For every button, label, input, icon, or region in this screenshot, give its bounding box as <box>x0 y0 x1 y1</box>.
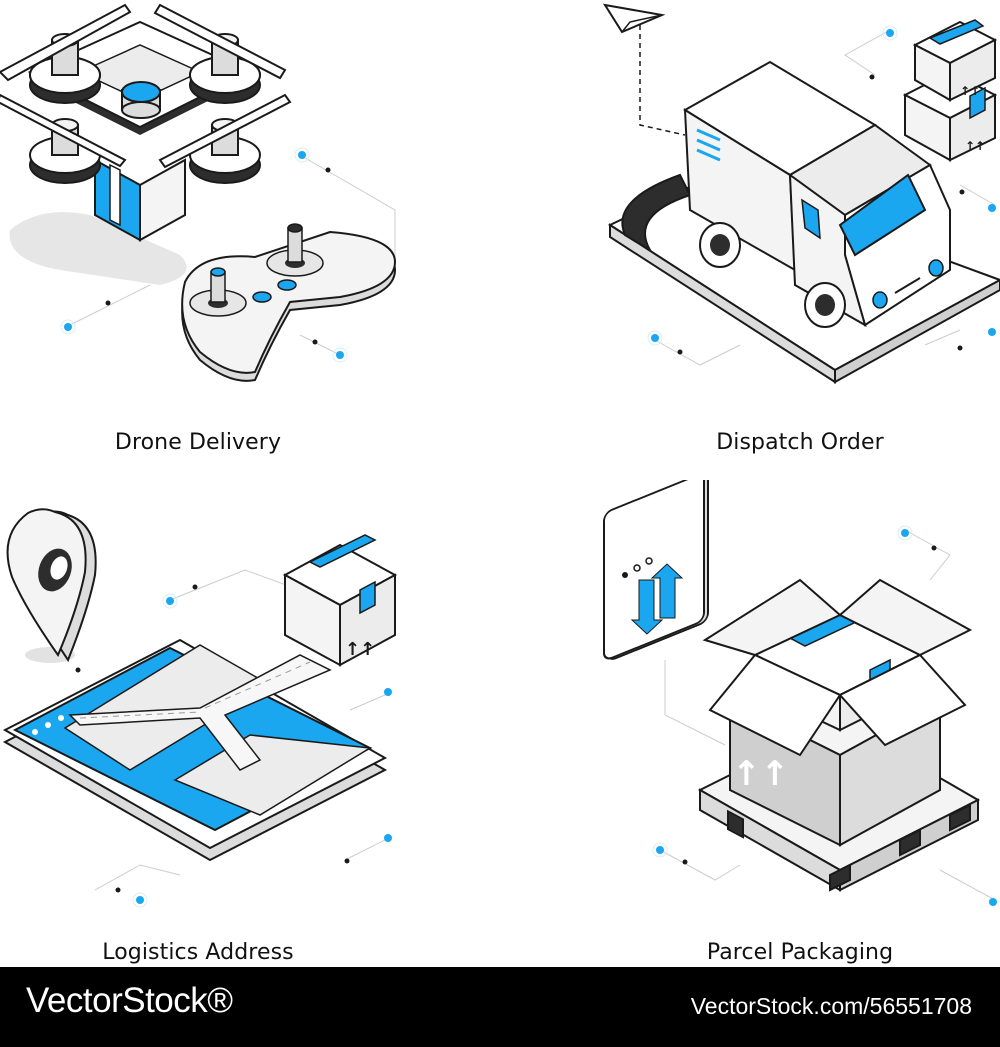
illustration-caption: Drone Delivery <box>114 430 282 455</box>
svg-text:↑↑: ↑↑ <box>965 139 985 153</box>
svg-text:↑↑: ↑↑ <box>732 754 789 794</box>
illustration-caption: Parcel Packaging <box>706 940 894 965</box>
illustration-drone-delivery: Drone Delivery <box>0 0 500 470</box>
illustration-logistics-address: ↑↑ Logistics Address <box>0 480 500 965</box>
image-reference: VectorStock.com/56551708 <box>690 993 972 1019</box>
svg-text:↑↑: ↑↑ <box>960 84 980 98</box>
open-box-pallet-icon: ↑↑ <box>603 480 997 906</box>
illustration-caption: Dispatch Order <box>716 430 884 455</box>
svg-text:↑↑: ↑↑ <box>345 639 375 660</box>
drone-delivery-icon <box>0 3 397 382</box>
illustration-dispatch-order: ↑↑ ↑↑ Dispatch Order <box>500 0 1000 470</box>
watermark-footer: VectorStock® VectorStock.com/56551708 <box>0 967 1000 1047</box>
delivery-truck-icon: ↑↑ ↑↑ <box>602 3 1000 384</box>
illustration-caption: Logistics Address <box>102 940 294 965</box>
brand-logo: VectorStock® <box>26 981 233 1020</box>
map-pin-route-icon: ↑↑ <box>2 508 398 908</box>
illustration-parcel-packaging: ↑↑ Parcel Packaging <box>500 480 1000 965</box>
